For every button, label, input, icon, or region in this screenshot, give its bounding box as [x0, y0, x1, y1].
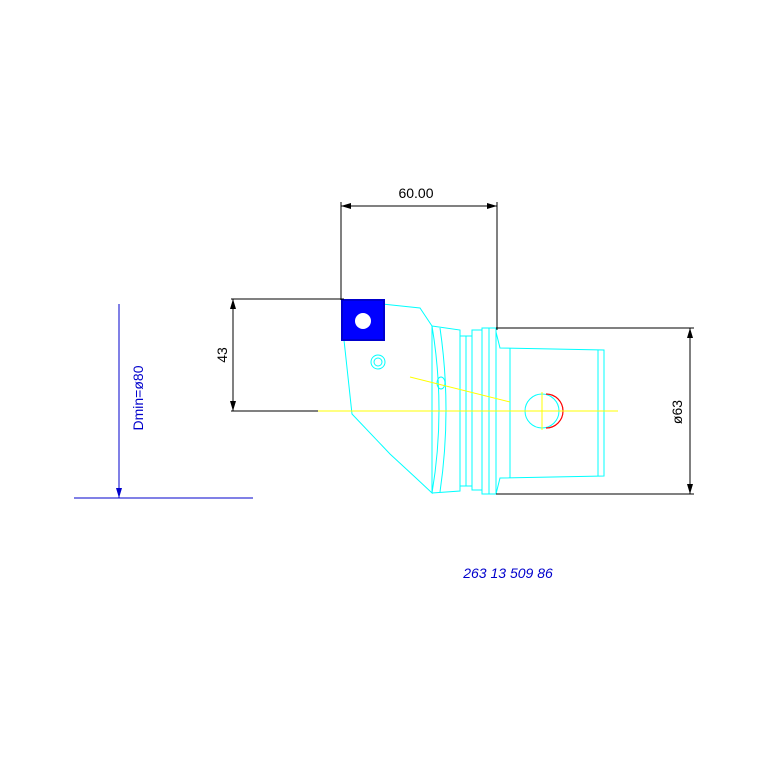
dim-63-label: ø63 [669, 400, 685, 424]
tool-head-outline [343, 299, 433, 495]
dim-63-arrow-top [687, 328, 693, 338]
dmin-reference [74, 304, 253, 499]
dmin-arrow [116, 488, 122, 498]
clamp-screw-inner [373, 357, 383, 367]
shank-outline [495, 331, 605, 495]
neck-taper-right [439, 327, 447, 493]
dim-43-label: 43 [214, 347, 230, 363]
dim-60-label: 60.00 [398, 185, 433, 201]
dimension-arrows [230, 203, 693, 494]
cutting-insert [341, 299, 385, 341]
neck-taper-left [431, 325, 440, 494]
dim-43-arrow-top [230, 299, 236, 309]
insert-hole [355, 313, 371, 329]
clamp-screw-outer [370, 354, 386, 370]
center-lines [318, 376, 618, 430]
collar [471, 329, 483, 491]
coolant-channel-line [409, 376, 511, 403]
dim-43-arrow-bottom [230, 401, 236, 411]
dim-63-arrow-bottom [687, 484, 693, 494]
dimension-lines [231, 202, 694, 495]
part-number: 263 13 509 86 [462, 565, 553, 581]
dmin-label: Dmin=ø80 [130, 365, 146, 430]
dim-60-arrow-right [487, 203, 497, 209]
dim-60-arrow-left [341, 203, 351, 209]
